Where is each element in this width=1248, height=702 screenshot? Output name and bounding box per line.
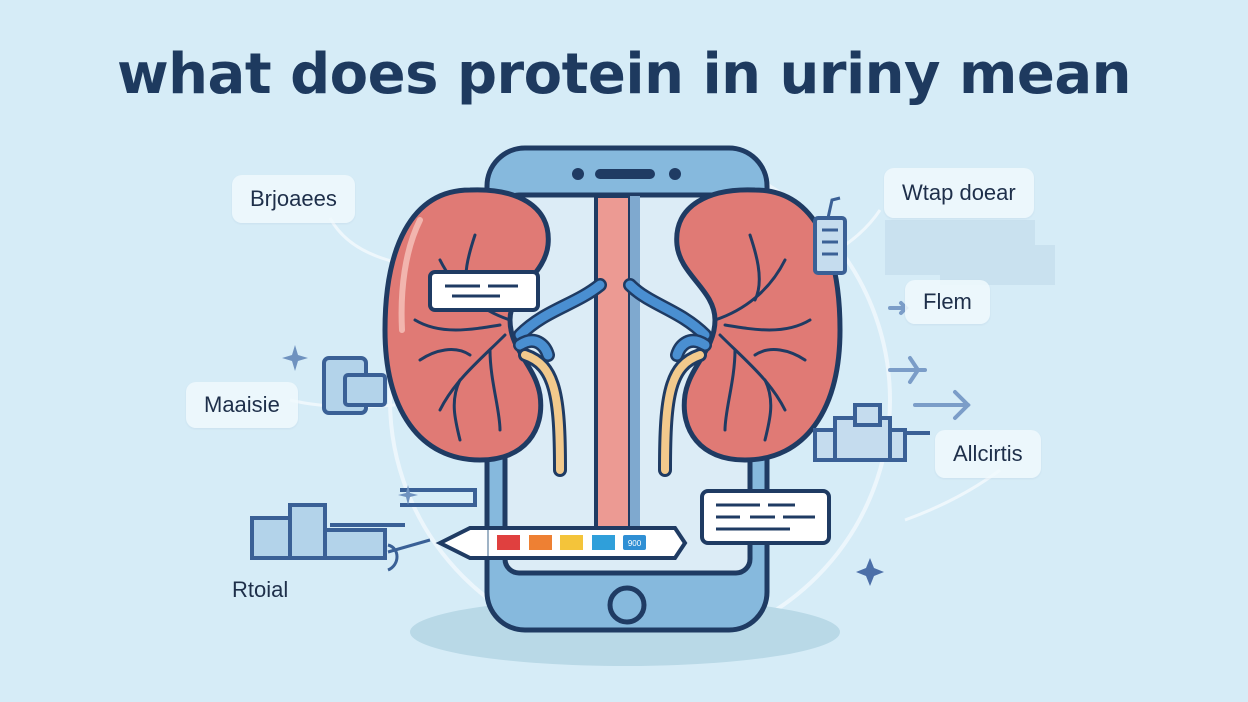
label-left-middle: Maaisie [186, 382, 298, 428]
left-kidney [382, 187, 551, 463]
dipstick-pad-1 [497, 535, 520, 550]
right-kidney [674, 187, 843, 463]
left-chart-icon [250, 488, 477, 572]
dipstick-pad-5 [623, 535, 646, 550]
renal-vessels [513, 278, 712, 362]
kidney-callout-card [428, 270, 540, 312]
document-icon [813, 196, 847, 275]
urine-dipstick: 900 [435, 526, 688, 560]
central-vessel [594, 194, 640, 558]
dipstick-pad-2 [529, 535, 552, 550]
background-blocks [885, 220, 1055, 285]
label-bottom-left: Rtoial [232, 577, 289, 602]
dipstick-pad-4 [592, 535, 615, 550]
label-top-left: Brjoaees [232, 175, 355, 223]
label-right-lower: Allcirtis [935, 430, 1041, 478]
label-right-middle: Flem [905, 280, 990, 324]
dipstick-pad-3 [560, 535, 583, 550]
dipstick-pad-text: 900 [628, 539, 642, 548]
right-chart-icon [813, 403, 930, 462]
sparkle-icons [282, 345, 884, 586]
label-top-right: Wtap doear [884, 168, 1034, 218]
ureters [518, 348, 707, 477]
result-callout-card [700, 489, 831, 545]
page-title: what does protein in uriny mean [116, 42, 1132, 107]
left-middle-puzzle-icon [322, 356, 387, 415]
